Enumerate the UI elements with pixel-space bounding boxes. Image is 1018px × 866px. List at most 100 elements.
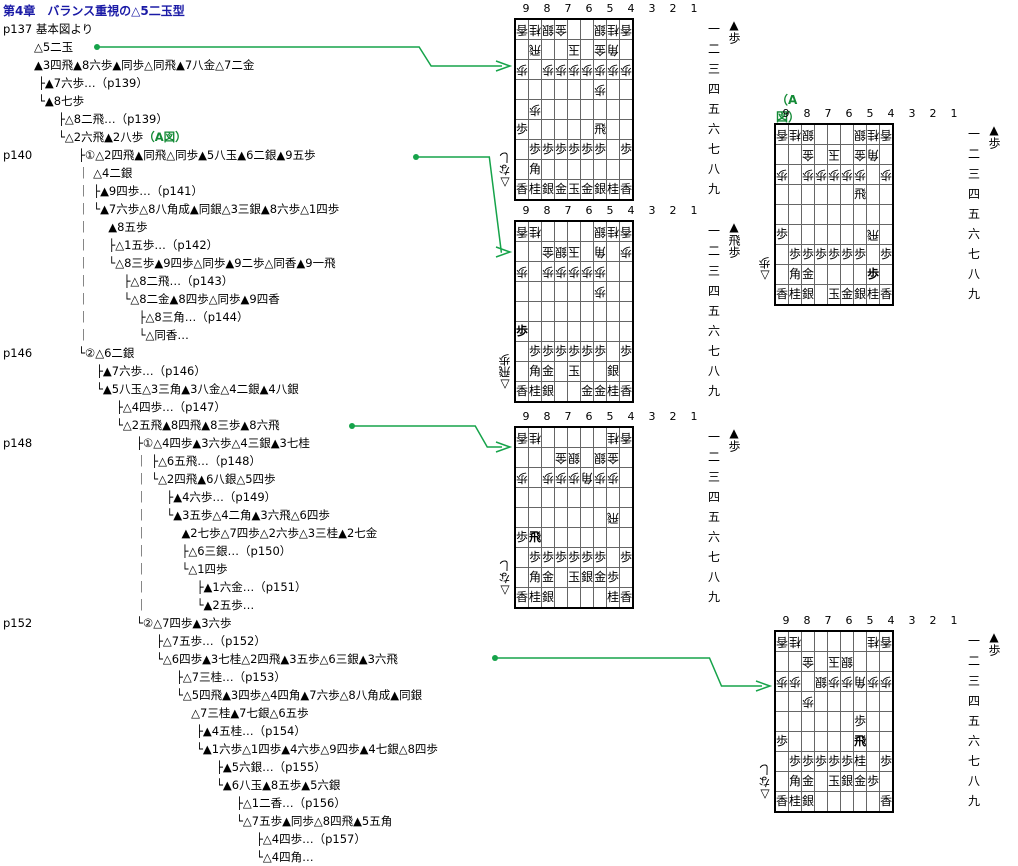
shogi-piece: 銀 (542, 384, 555, 398)
column-label: 7 (824, 107, 832, 120)
shogi-piece: 歩 (581, 344, 594, 358)
move-text: └△2五飛▲8四飛▲8三歩▲8六飛 (116, 418, 280, 432)
shogi-piece: 香 (516, 384, 529, 398)
board-square: 歩 (814, 751, 829, 772)
move-text: ｜ └△8三歩▲9四歩△同歩▲9二歩△同香▲9一飛 (78, 256, 336, 270)
arrow (94, 44, 513, 72)
move-line: ▲3四飛▲8六歩▲同歩△同飛▲7八金△7二金 (34, 56, 254, 74)
shogi-piece: 歩 (867, 774, 880, 788)
shogi-piece: 金 (581, 384, 594, 398)
column-label: 7 (564, 204, 572, 217)
board-square: 歩 (554, 139, 569, 160)
column-label: 9 (782, 614, 790, 627)
move-text: └△2六飛▲2八歩 (58, 130, 144, 144)
shogi-piece: 香 (516, 182, 529, 196)
shogi-piece: 香 (516, 590, 529, 604)
shogi-piece: 金 (542, 570, 555, 584)
shogi-piece: 歩 (542, 344, 555, 358)
move-text: └▲8七歩 (38, 94, 85, 108)
shogi-piece: 歩 (880, 754, 893, 768)
move-text: ｜ └△2四飛▲6八銀△5四歩 (136, 472, 276, 486)
board-square: 歩 (580, 547, 595, 568)
shogi-piece: 角 (529, 162, 542, 176)
shogi-piece: 銀 (841, 774, 854, 788)
shogi-piece: 銀 (542, 590, 555, 604)
board-square: 香 (879, 284, 894, 306)
shogi-piece: 歩 (802, 754, 815, 768)
board-square: 角 (788, 771, 803, 792)
board-square: 歩 (593, 139, 608, 160)
column-label: 7 (564, 2, 572, 15)
board-square: 飛 (593, 119, 608, 140)
shogi-piece: 歩 (529, 550, 542, 564)
board-square: 銀 (606, 361, 621, 382)
row-label: 三 (708, 62, 721, 76)
row-label: 四 (968, 694, 981, 708)
column-label: 2 (929, 107, 937, 120)
move-text: └▲5八玉△3三角▲3八金△4二銀▲4八銀 (96, 382, 299, 396)
shogi-piece: 歩 (815, 754, 828, 768)
move-line: └△6四歩▲3七桂△2四飛▲3五歩△6三銀▲3六飛 (156, 650, 398, 668)
move-text: ｜ ├△8二飛…（p143） (78, 274, 234, 288)
row-label: 一 (708, 224, 721, 238)
shogi-piece: 桂 (607, 590, 620, 604)
move-line: ｜ └△8三歩▲9四歩△同歩▲9二歩△同香▲9一飛 (78, 254, 336, 272)
row-label: 九 (708, 590, 721, 604)
move-line: └△7五歩▲同歩△8四飛▲5五角 (236, 812, 392, 830)
board-square: 歩 (541, 139, 556, 160)
board-square: 金 (840, 284, 855, 306)
board-square: 歩 (853, 244, 868, 265)
move-text: └②△6二銀 (78, 346, 135, 360)
move-line: ｜ └△2四飛▲6八銀△5四歩 (136, 470, 276, 488)
board-square (879, 771, 894, 792)
column-label: 2 (929, 614, 937, 627)
board-square: 歩 (593, 341, 608, 362)
board-square: 歩 (853, 711, 868, 732)
shogi-piece: 歩 (529, 142, 542, 156)
shogi-piece: 香 (620, 590, 633, 604)
shogi-piece: 歩 (620, 344, 633, 358)
board-square: 金 (541, 567, 556, 588)
board-square: 銀 (801, 284, 816, 306)
board-square: 桂 (606, 179, 621, 201)
row-label: 二 (708, 450, 721, 464)
shogi-piece: 歩 (607, 570, 620, 584)
shogi-piece: 歩 (841, 754, 854, 768)
move-text: ｜ ├△6五飛…（p148） (136, 454, 261, 468)
diagram-label: （A図） (143, 130, 187, 144)
move-text: └▲1六歩△1四歩▲4六歩△9四歩▲4七銀△8四歩 (196, 742, 438, 756)
move-text: ｜ └▲7六歩△8八角成▲同銀△3三銀▲8六歩△1四歩 (78, 202, 340, 216)
shogi-piece: 銀 (581, 570, 594, 584)
shogi-piece: 歩 (516, 324, 529, 338)
move-text: ｜ ├▲9四歩…（p141） (78, 184, 203, 198)
shogi-piece: 金 (581, 182, 594, 196)
move-line: p137 基本図より (3, 20, 93, 38)
board-square: 桂 (788, 284, 803, 306)
board-square: 桂 (853, 751, 868, 772)
shogi-piece: 玉 (568, 570, 581, 584)
shogi-piece: 桂 (867, 287, 880, 301)
row-label: 五 (708, 102, 721, 116)
board-square: 飛 (528, 527, 543, 548)
shogi-piece: 歩 (568, 344, 581, 358)
shogi-piece: 玉 (568, 182, 581, 196)
shogi-piece: 角 (789, 267, 802, 281)
shogi-piece: 桂 (607, 384, 620, 398)
shogi-piece: 歩 (841, 247, 854, 261)
board-square: 歩 (774, 731, 789, 752)
shogi-piece: 桂 (789, 794, 802, 808)
column-label: 1 (690, 2, 698, 15)
board-square: 歩 (866, 264, 881, 285)
shogi-piece: 銀 (802, 794, 815, 808)
column-label: 9 (522, 204, 530, 217)
move-line: △7三桂▲7七銀△6五歩 (176, 704, 309, 722)
board-square: 歩 (619, 139, 634, 160)
move-line: ├▲7六歩…（p146） (96, 362, 206, 380)
column-label: 2 (669, 204, 677, 217)
board-grid: 香桂桂香金銀銀金歩歩歩歩角歩歩飛歩飛歩歩歩歩歩歩歩角金玉銀金歩香桂銀桂香 (514, 426, 635, 609)
board-square: 歩 (827, 244, 842, 265)
board-square: 香 (514, 381, 529, 403)
shogi-piece: 桂 (607, 182, 620, 196)
move-line: └②△6二銀 (78, 344, 134, 362)
move-text: ├▲7六歩…（p139） (38, 76, 148, 90)
